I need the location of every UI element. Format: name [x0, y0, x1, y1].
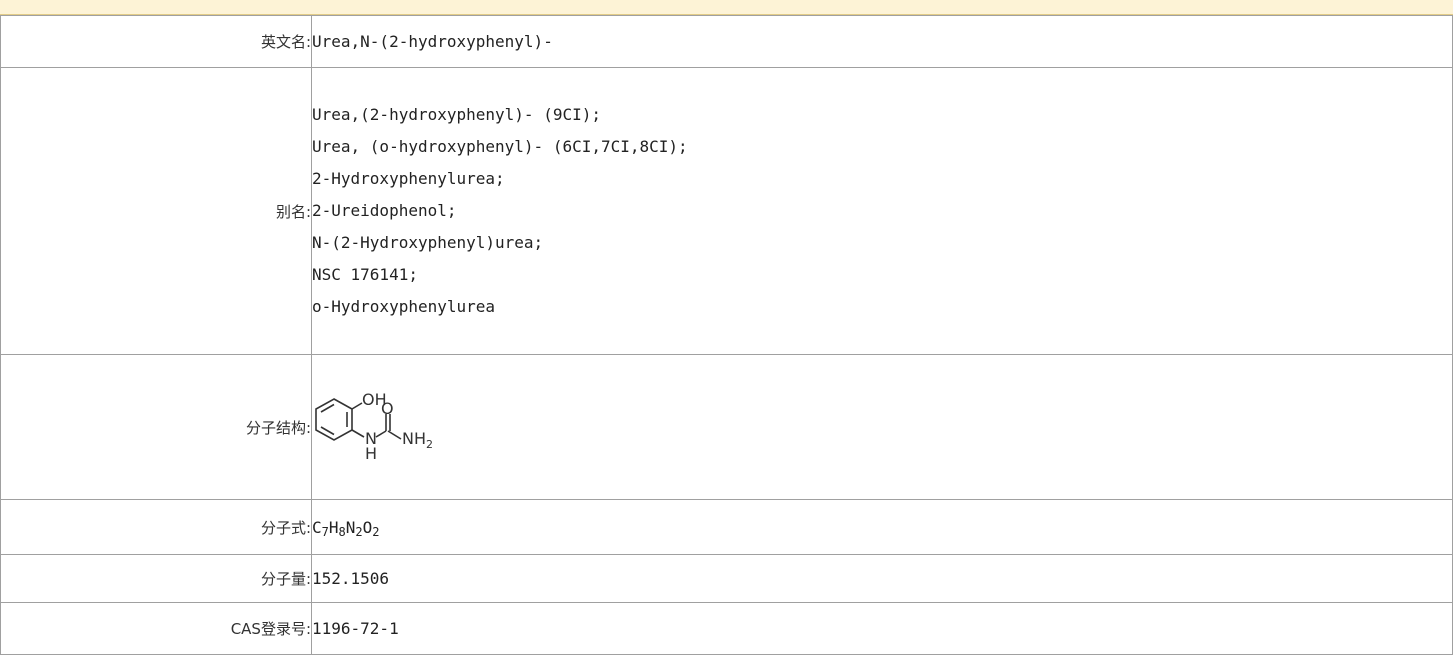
aliases-list: Urea,(2-hydroxyphenyl)- (9CI); Urea, (o-…	[311, 67, 1453, 355]
english-name-label: 英文名:	[0, 15, 312, 68]
alias-item: Urea, (o-hydroxyphenyl)- (6CI,7CI,8CI);	[312, 137, 688, 156]
formula-element: C	[312, 517, 322, 537]
alias-item: 2-Hydroxyphenylurea;	[312, 169, 505, 188]
formula-element: O	[362, 517, 373, 537]
structure-cell: OH O N H NH2	[311, 354, 1453, 500]
header-bar	[0, 0, 1453, 15]
row-english-name: 英文名: Urea,N-(2-hydroxyphenyl)-	[0, 15, 1453, 68]
alias-item: NSC 176141;	[312, 265, 418, 284]
formula-value: C7H8N2O2	[311, 499, 1453, 555]
amine-subscript: 2	[426, 438, 433, 451]
alias-item: 2-Ureidophenol;	[312, 201, 457, 220]
amine-atom-label: NH	[402, 429, 426, 448]
molecular-structure-image: OH O N H NH2	[315, 390, 433, 463]
aliases-label: 别名:	[0, 67, 312, 355]
alias-item: o-Hydroxyphenylurea	[312, 297, 496, 316]
formula-count: 2	[372, 524, 380, 539]
hydrogen-atom-label: H	[365, 444, 377, 463]
alias-item: N-(2-Hydroxyphenyl)urea;	[312, 233, 544, 252]
svg-text:NH2: NH2	[402, 429, 433, 451]
structure-label: 分子结构:	[0, 354, 312, 500]
cas-number-value: 1196-72-1	[311, 602, 1453, 655]
oxygen-atom-label: O	[381, 399, 394, 418]
formula-label: 分子式:	[0, 499, 312, 555]
nitrogen-atom-label: N	[365, 429, 377, 448]
cas-number-label: CAS登录号:	[0, 602, 312, 655]
formula-element: N	[345, 517, 356, 537]
alias-item: Urea,(2-hydroxyphenyl)- (9CI);	[312, 105, 601, 124]
row-cas-number: CAS登录号: 1196-72-1	[0, 602, 1453, 655]
molecular-weight-value: 152.1506	[311, 554, 1453, 603]
molecular-weight-label: 分子量:	[0, 554, 312, 603]
row-molecular-weight: 分子量: 152.1506	[0, 554, 1453, 603]
row-formula: 分子式: C7H8N2O2	[0, 499, 1453, 555]
compound-info-table: 英文名: Urea,N-(2-hydroxyphenyl)- 别名: Urea,…	[0, 15, 1453, 655]
row-structure: 分子结构: OH O N	[0, 354, 1453, 500]
oh-atom-label: OH	[362, 390, 387, 409]
formula-element: H	[328, 517, 339, 537]
formula-count: 7	[321, 524, 329, 539]
formula-count: 2	[355, 524, 363, 539]
english-name-value: Urea,N-(2-hydroxyphenyl)-	[311, 15, 1453, 68]
row-aliases: 别名: Urea,(2-hydroxyphenyl)- (9CI); Urea,…	[0, 67, 1453, 355]
formula-count: 8	[338, 524, 346, 539]
